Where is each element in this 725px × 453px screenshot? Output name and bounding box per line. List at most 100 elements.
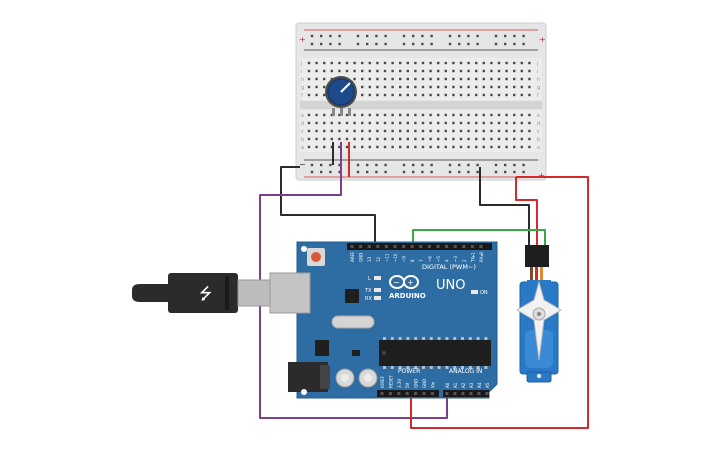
breadboard-hole bbox=[505, 145, 508, 149]
breadboard-hole bbox=[338, 113, 341, 117]
breadboard-hole bbox=[330, 137, 333, 141]
breadboard-hole bbox=[330, 113, 333, 117]
breadboard-hole bbox=[345, 129, 349, 133]
chip-pin bbox=[476, 337, 480, 340]
breadboard-hole bbox=[459, 77, 463, 81]
breadboard-hole bbox=[520, 85, 523, 89]
wire-red-power-to-5v[interactable] bbox=[410, 176, 589, 429]
breadboard-hole bbox=[444, 145, 447, 149]
digital-pin-label: ~5 bbox=[436, 256, 441, 262]
rail-hole bbox=[412, 42, 415, 46]
breadboard-hole bbox=[376, 93, 379, 97]
breadboard-hole bbox=[391, 145, 394, 149]
rail-hole bbox=[356, 163, 360, 167]
chip-pin bbox=[398, 337, 402, 340]
breadboard-hole bbox=[315, 93, 318, 97]
row-letter: h bbox=[537, 77, 540, 83]
servo-horn[interactable] bbox=[516, 280, 562, 361]
breadboard-hole bbox=[482, 77, 485, 81]
breadboard-hole bbox=[475, 77, 478, 81]
breadboard-hole bbox=[467, 129, 470, 133]
breadboard-hole bbox=[315, 137, 318, 141]
header-pin bbox=[427, 245, 431, 248]
usb-cable[interactable]: ⭍ bbox=[132, 273, 275, 313]
rail-hole bbox=[310, 163, 314, 167]
breadboard-hole bbox=[383, 113, 387, 117]
servo-mount-hole bbox=[537, 374, 541, 378]
breadboard-hole bbox=[307, 113, 311, 117]
breadboard-hole bbox=[414, 61, 417, 65]
digital-pin-label: ~6 bbox=[427, 256, 432, 262]
breadboard-hole bbox=[376, 121, 379, 125]
breadboard-hole bbox=[475, 137, 478, 141]
breadboard-hole bbox=[475, 121, 478, 125]
wire-black-ground-to-arduino[interactable] bbox=[280, 166, 376, 243]
rail-hole bbox=[366, 42, 369, 46]
wire-red-servo-power[interactable] bbox=[515, 177, 538, 250]
rail-hole bbox=[494, 163, 498, 167]
breadboard-hole bbox=[307, 129, 311, 133]
header-pin bbox=[436, 245, 440, 248]
breadboard-hole bbox=[528, 69, 531, 73]
breadboard-hole bbox=[490, 113, 493, 117]
breadboard-hole bbox=[505, 113, 508, 117]
breadboard-hole bbox=[323, 69, 326, 73]
breadboard-hole bbox=[414, 77, 417, 81]
breadboard-hole bbox=[421, 137, 425, 141]
top-rail-plus-label-right: + bbox=[539, 35, 546, 44]
analog-label: ANALOG IN bbox=[449, 368, 482, 375]
breadboard-hole bbox=[520, 137, 523, 141]
breadboard-hole bbox=[391, 61, 394, 65]
breadboard-hole bbox=[528, 93, 531, 97]
power-pin-label: GND bbox=[414, 379, 419, 388]
breadboard-hole bbox=[383, 69, 387, 73]
breadboard-hole bbox=[353, 61, 356, 65]
header-pin bbox=[461, 392, 465, 395]
on-led bbox=[471, 290, 478, 294]
rail-hole bbox=[448, 34, 452, 38]
breadboard-hole bbox=[414, 137, 417, 141]
breadboard-hole bbox=[452, 129, 455, 133]
rail-hole bbox=[494, 170, 498, 174]
breadboard-hole bbox=[429, 69, 432, 73]
breadboard-hole bbox=[505, 93, 508, 97]
breadboard-hole bbox=[497, 137, 501, 141]
chip-pin bbox=[429, 366, 433, 369]
rail-hole bbox=[356, 34, 360, 38]
breadboard-hole bbox=[406, 137, 409, 141]
header-pin bbox=[397, 392, 401, 395]
rail-hole bbox=[310, 34, 314, 38]
wire-green-servo-signal[interactable] bbox=[412, 229, 546, 250]
breadboard-hole bbox=[452, 137, 455, 141]
servo-motor[interactable] bbox=[516, 245, 562, 383]
breadboard-hole bbox=[353, 69, 356, 73]
breadboard-hole bbox=[368, 77, 371, 81]
breadboard-center-channel bbox=[300, 101, 542, 109]
breadboard-hole bbox=[444, 129, 447, 133]
breadboard-hole bbox=[361, 69, 364, 73]
digital-pin-label: 7 bbox=[419, 259, 424, 262]
l-led bbox=[374, 276, 381, 280]
row-letter: j bbox=[300, 61, 302, 67]
digital-pin-label: RX◂0 bbox=[479, 251, 484, 262]
breadboard-hole bbox=[452, 85, 455, 89]
breadboard-hole bbox=[452, 61, 455, 65]
breadboard-hole bbox=[482, 129, 485, 133]
breadboard-hole bbox=[452, 121, 455, 125]
rail-hole bbox=[320, 163, 323, 167]
breadboard-hole bbox=[421, 113, 425, 117]
potentiometer-pin-2 bbox=[340, 108, 343, 116]
breadboard-hole bbox=[528, 137, 531, 141]
potentiometer[interactable] bbox=[325, 76, 357, 116]
breadboard-hole bbox=[338, 129, 341, 133]
rail-hole bbox=[430, 34, 433, 38]
reset-button-cap[interactable] bbox=[311, 252, 321, 262]
row-letter: g bbox=[537, 85, 540, 91]
header-pin bbox=[430, 392, 434, 395]
atmega-chip bbox=[379, 340, 491, 366]
wire-black-servo-ground[interactable] bbox=[479, 167, 530, 250]
breadboard-hole bbox=[467, 145, 470, 149]
breadboard-hole bbox=[323, 77, 326, 81]
